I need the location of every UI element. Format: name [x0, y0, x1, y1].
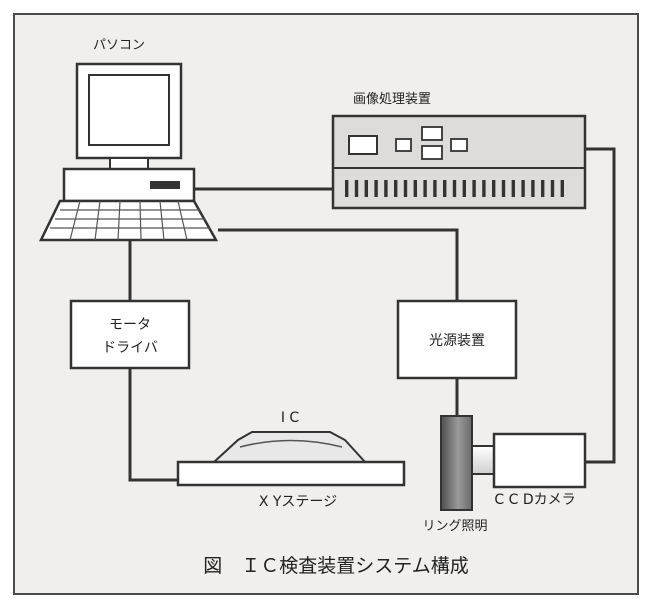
motor-to-stage-line [128, 368, 178, 482]
vent-slot [345, 180, 349, 197]
vent-slot [472, 180, 476, 197]
xy-stage-label: X Yステージ [259, 494, 337, 510]
xy-stage-icon [176, 431, 406, 487]
vent-slot [443, 180, 447, 197]
vent-slot [364, 180, 368, 197]
ring-light-icon [440, 415, 473, 511]
light-source-box [396, 299, 518, 380]
motor-driver-label-line2: ドライバ [102, 340, 158, 356]
processor-to-camera-line [585, 147, 616, 464]
vent-slot [541, 180, 545, 197]
motor-driver-label-line1: モータ [109, 317, 151, 333]
figure-caption: 図 ＩＣ検査装置システム構成 [203, 555, 468, 577]
vent-slot [423, 180, 427, 197]
vent-slot [482, 180, 486, 197]
image-processor-icon [331, 114, 587, 210]
motor-driver-box [69, 299, 191, 370]
ccd-camera-label: C C Dカメラ [494, 492, 575, 508]
pc-label: パソコン [93, 38, 145, 53]
vent-slot [521, 180, 525, 197]
light-source-label: 光源装置 [429, 333, 485, 349]
vent-slot [374, 180, 378, 197]
vent-slot [511, 180, 515, 197]
ring-light-label: リング照明 [422, 519, 487, 534]
vent-slot [413, 180, 417, 197]
vent-slot [403, 180, 408, 197]
vent-slot [501, 180, 506, 197]
vent-slot [550, 180, 555, 197]
ccd-camera-icon [471, 432, 587, 489]
ic-label: I C [281, 410, 300, 426]
vent-slot [531, 180, 535, 197]
vent-slot [394, 180, 398, 197]
pc-to-light-line [218, 228, 459, 301]
vent-slot [384, 180, 388, 197]
vent-slot [560, 180, 564, 197]
vent-slot [433, 180, 437, 197]
vent-slot [492, 180, 496, 197]
connection-lines [128, 147, 616, 482]
vent-slot [452, 180, 457, 197]
vent-slot [462, 180, 466, 197]
vent-slot [354, 180, 359, 197]
image-processor-label: 画像処理装置 [353, 92, 431, 107]
computer-icon [39, 62, 219, 242]
